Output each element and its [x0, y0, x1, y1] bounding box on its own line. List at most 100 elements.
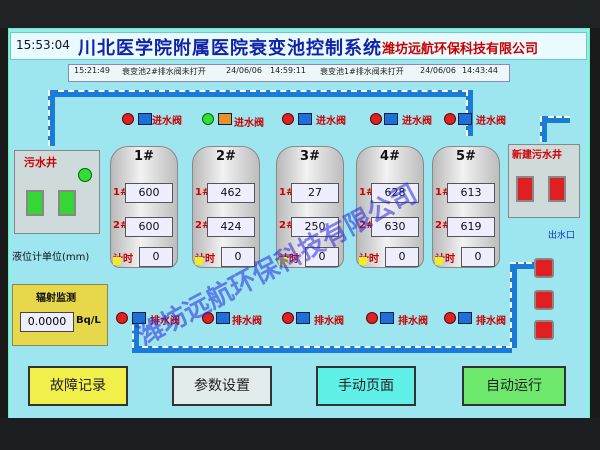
newwell-pipe-v — [540, 116, 547, 142]
monitor-bezel-bottom — [0, 418, 600, 450]
tank-2[interactable]: 2# 1# 462 2# 424 计时 0 — [192, 146, 260, 268]
outlet-pump-2[interactable] — [534, 290, 554, 310]
inlet-valve-2[interactable] — [218, 113, 232, 125]
manual-page-button[interactable]: 手动页面 — [316, 366, 416, 406]
tank-row-label: 计时 — [359, 254, 379, 265]
drain-valve-1[interactable] — [132, 312, 146, 324]
drain-pipe-right — [510, 262, 517, 348]
page-title: 川北医学院附属医院衰变池控制系统 — [78, 38, 382, 59]
drain-pipe-bottom — [132, 346, 512, 353]
inlet-valve-5-indicator — [444, 113, 456, 125]
timer-value: 0 — [461, 247, 495, 267]
radiation-title: 辐射监测 — [36, 293, 76, 304]
tank-status-indicator — [359, 257, 367, 265]
newwell-pump-1[interactable] — [516, 176, 534, 202]
auto-run-button[interactable]: 自动运行 — [462, 366, 566, 406]
tank-name: 5# — [456, 149, 476, 164]
monitor-bezel-top — [0, 0, 600, 28]
tank-3[interactable]: 3# 1# 27 2# 250 计时 0 — [276, 146, 344, 268]
well-pump-1[interactable] — [26, 190, 44, 216]
inlet-valve-5[interactable] — [458, 113, 472, 125]
inlet-pipe-left — [48, 90, 55, 146]
tank-status-indicator — [435, 257, 443, 265]
tank-name: 1# — [134, 149, 154, 164]
inlet-valve-2-indicator — [202, 113, 214, 125]
inlet-valve-3[interactable] — [298, 113, 312, 125]
radiation-value: 0.0000 — [20, 312, 74, 332]
level-2-value: 619 — [447, 217, 495, 237]
drain-valve-4[interactable] — [380, 312, 394, 324]
tank-row-label: 1# — [279, 187, 295, 198]
inlet-valve-3-indicator — [282, 113, 294, 125]
drain-valve-label: 排水阀 — [232, 316, 262, 327]
level-2-value: 600 — [125, 217, 173, 237]
drain-valve-label: 排水阀 — [476, 316, 506, 327]
tank-row-label: 计时 — [113, 254, 133, 265]
well-pump-2[interactable] — [58, 190, 76, 216]
timer-value: 0 — [385, 247, 419, 267]
tank-row-label: 2# — [435, 220, 451, 231]
drain-valve-label: 排水阀 — [150, 316, 180, 327]
tank-4[interactable]: 4# 1# 628 2# 630 计时 0 — [356, 146, 424, 268]
tank-row-label: 2# — [279, 220, 295, 231]
level-2-value: 424 — [207, 217, 255, 237]
level-2-value: 630 — [371, 217, 419, 237]
inlet-valve-label: 进水阀 — [476, 116, 506, 127]
alarm-time: 14:43:44 — [462, 66, 498, 75]
alarm-time: 14:59:11 — [270, 66, 306, 75]
new-sewage-well-title: 新建污水井 — [512, 150, 562, 161]
tank-1[interactable]: 1# 1# 600 2# 600 计时 0 — [110, 146, 178, 268]
alarm-date: 24/06/06 — [226, 66, 262, 75]
alarm-message: 衰变池1#排水阀未打开 — [320, 67, 404, 76]
radiation-unit: Bq/L — [76, 315, 101, 326]
drain-valve-2-indicator — [202, 312, 214, 324]
drain-valve-5-indicator — [444, 312, 456, 324]
newwell-pipe — [540, 116, 570, 123]
inlet-valve-label: 进水阀 — [316, 116, 346, 127]
drain-valve-3[interactable] — [296, 312, 310, 324]
level-unit-label: 液位计单位(mm) — [12, 252, 90, 263]
level-1-value: 600 — [125, 183, 173, 203]
alarm-time: 15:21:49 — [74, 66, 110, 75]
outlet-pump-3[interactable] — [534, 320, 554, 340]
tank-row-label: 1# — [435, 187, 451, 198]
fault-log-button[interactable]: 故障记录 — [28, 366, 128, 406]
inlet-valve-1-indicator — [122, 113, 134, 125]
tank-status-indicator — [195, 257, 203, 265]
tank-status-indicator — [113, 257, 121, 265]
parameter-settings-button[interactable]: 参数设置 — [172, 366, 272, 406]
well-status-indicator — [78, 168, 92, 182]
tank-row-label: 2# — [195, 220, 211, 231]
inlet-valve-label: 进水阀 — [402, 116, 432, 127]
sewage-well-title: 污水井 — [24, 156, 57, 169]
timer-value: 0 — [221, 247, 255, 267]
drain-pipe-left — [132, 316, 139, 348]
tank-row-label: 1# — [359, 187, 375, 198]
alarm-date: 24/06/06 — [420, 66, 456, 75]
level-1-value: 27 — [291, 183, 339, 203]
drain-valve-1-indicator — [116, 312, 128, 324]
clock: 15:53:04 — [16, 38, 70, 52]
tank-name: 4# — [380, 149, 400, 164]
timer-value: 0 — [139, 247, 173, 267]
timer-value: 0 — [305, 247, 339, 267]
level-1-value: 462 — [207, 183, 255, 203]
level-1-value: 613 — [447, 183, 495, 203]
company-name: 潍坊远航环保科技有限公司 — [382, 42, 539, 57]
outlet-pump-1[interactable] — [534, 258, 554, 278]
inlet-valve-1[interactable] — [138, 113, 152, 125]
newwell-pump-2[interactable] — [548, 176, 566, 202]
tank-row-label: 1# — [195, 187, 211, 198]
inlet-valve-label: 进水阀 — [234, 118, 264, 129]
tank-5[interactable]: 5# 1# 613 2# 619 计时 0 — [432, 146, 500, 268]
alarm-bar[interactable] — [68, 64, 510, 82]
tank-row-label: 计时 — [279, 254, 299, 265]
drain-valve-5[interactable] — [458, 312, 472, 324]
drain-valve-label: 排水阀 — [398, 316, 428, 327]
level-1-value: 628 — [371, 183, 419, 203]
outlet-label: 出水口 — [548, 231, 576, 241]
tank-row-label: 计时 — [195, 254, 215, 265]
drain-valve-2[interactable] — [216, 312, 230, 324]
tank-row-label: 计时 — [435, 254, 455, 265]
inlet-valve-4[interactable] — [384, 113, 398, 125]
